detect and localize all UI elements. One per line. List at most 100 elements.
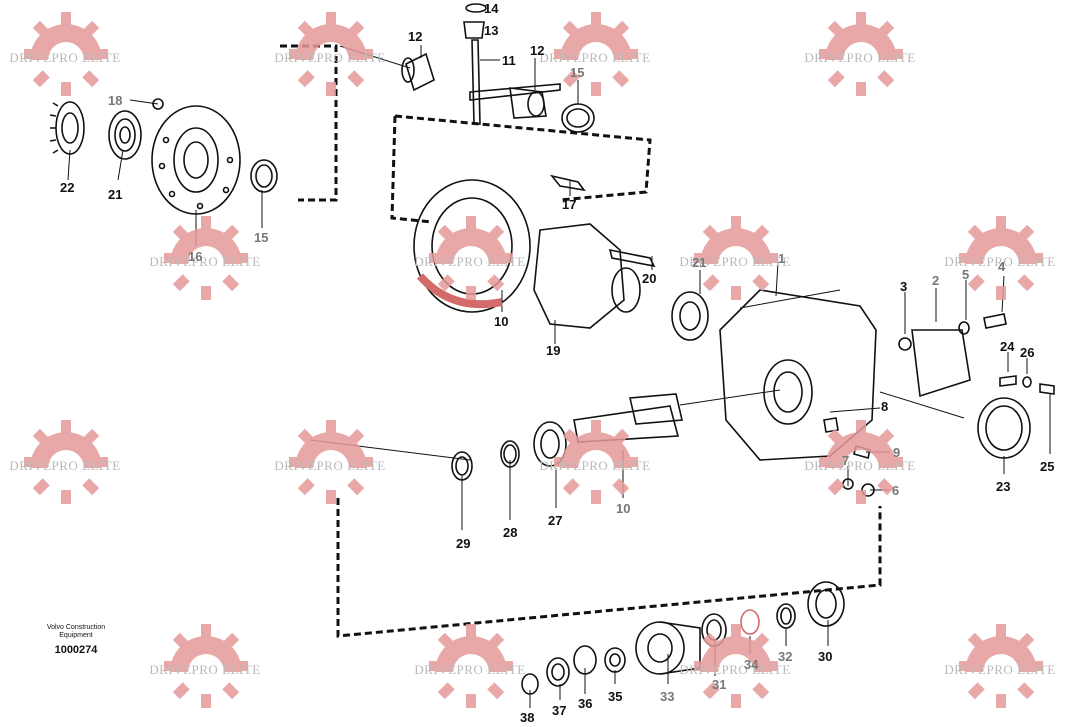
part-25-bolt	[1039, 383, 1055, 395]
part-23-adjusting-ring	[977, 397, 1031, 459]
part-3-dowel	[898, 337, 912, 351]
gear-watermark-icon	[819, 420, 903, 504]
gear-watermark-icon	[24, 420, 108, 504]
watermark-text: DRIVEPRO ELITE	[679, 662, 791, 677]
credit-block: Volvo Construction Equipment 1000274	[36, 624, 116, 656]
watermark-text: DRIVEPRO ELITE	[944, 662, 1056, 677]
brand-label: Volvo Construction Equipment	[46, 624, 106, 639]
assembly-dashed-lines	[280, 44, 882, 638]
watermark-text: DRIVEPRO ELITE	[9, 458, 121, 473]
callout-28: 28	[503, 525, 518, 540]
gear-watermark-icon	[554, 420, 638, 504]
callout-35: 35	[608, 689, 623, 704]
watermark-11: DRIVEPRO ELITE	[795, 418, 915, 508]
part-14-washer	[465, 3, 487, 13]
gear-watermark-icon	[554, 12, 638, 96]
callout-7: 7	[842, 453, 850, 468]
watermark-4: DRIVEPRO ELITE	[140, 214, 260, 304]
callout-14: 14	[484, 1, 499, 16]
gear-watermark-icon	[694, 624, 778, 708]
callout-34: 34	[744, 657, 759, 672]
callout-32: 32	[778, 649, 793, 664]
gear-watermark-icon	[164, 624, 248, 708]
callout-21b: 21	[692, 255, 707, 270]
watermark-5: DRIVEPRO ELITE	[405, 214, 525, 304]
part-27-bearing	[533, 421, 567, 467]
watermark-15: DRIVEPRO ELITE	[935, 622, 1055, 712]
callout-31: 31	[712, 677, 727, 692]
callout-1: 1	[778, 251, 786, 266]
part-12-bevel-gear	[401, 52, 435, 92]
callout-23: 23	[996, 479, 1011, 494]
callout-12b: 12	[530, 43, 545, 58]
watermark-text: DRIVEPRO ELITE	[679, 254, 791, 269]
part-19-diff-case	[533, 223, 641, 329]
gear-watermark-icon	[289, 12, 373, 96]
part-34-ring	[740, 609, 760, 635]
callout-10a: 10	[494, 314, 509, 329]
watermark-text: DRIVEPRO ELITE	[414, 662, 526, 677]
callout-15b: 15	[254, 230, 269, 245]
part-15-right-washer	[561, 103, 595, 133]
part-17-bolt	[549, 174, 586, 192]
callout-2: 2	[932, 273, 940, 288]
callout-18: 18	[108, 93, 123, 108]
callout-38: 38	[520, 710, 535, 725]
callout-26: 26	[1020, 345, 1035, 360]
part-1-axle-housing	[719, 289, 877, 461]
part-15-washer	[250, 159, 278, 193]
watermark-7: DRIVEPRO ELITE	[935, 214, 1055, 304]
part-11-spider	[469, 39, 561, 125]
watermark-12: DRIVEPRO ELITE	[140, 622, 260, 712]
part-36-lock-washer	[573, 645, 597, 675]
gear-watermark-icon	[429, 216, 513, 300]
part-13-pinion	[463, 21, 485, 39]
watermark-3: DRIVEPRO ELITE	[795, 10, 915, 100]
gear-watermark-icon	[959, 216, 1043, 300]
gear-watermark-icon	[819, 12, 903, 96]
part-26-washer	[1022, 376, 1032, 388]
watermark-text: DRIVEPRO ELITE	[274, 458, 386, 473]
part-10-crown-wheel	[413, 179, 531, 313]
watermark-0: DRIVEPRO ELITE	[0, 10, 120, 100]
callout-29: 29	[456, 536, 471, 551]
callout-11: 11	[502, 53, 516, 68]
part-28-shim	[500, 440, 520, 468]
watermark-14: DRIVEPRO ELITE	[670, 622, 790, 712]
part-32-shim	[776, 603, 796, 629]
callout-36: 36	[578, 696, 593, 711]
watermark-text: DRIVEPRO ELITE	[149, 662, 261, 677]
callout-21a: 21	[108, 187, 123, 202]
part-5-washer	[958, 321, 970, 335]
part-33-flange	[635, 621, 701, 675]
part-12-right-gear	[509, 87, 547, 119]
callout-5: 5	[962, 267, 970, 282]
callout-19: 19	[546, 343, 561, 358]
part-30-bearing	[807, 581, 845, 627]
part-22-gear	[49, 101, 85, 155]
part-38-washer	[521, 673, 539, 695]
callout-10b: 10	[616, 501, 631, 516]
part-29-washer	[451, 451, 473, 481]
watermark-1: DRIVEPRO ELITE	[265, 10, 385, 100]
part-number: 1000274	[54, 644, 98, 656]
part-21-right-bearing	[671, 291, 709, 341]
part-18-nut	[152, 98, 164, 110]
watermark-13: DRIVEPRO ELITE	[405, 622, 525, 712]
callout-27: 27	[548, 513, 563, 528]
gear-watermark-icon	[289, 420, 373, 504]
watermark-text: DRIVEPRO ELITE	[9, 50, 121, 65]
watermark-8: DRIVEPRO ELITE	[0, 418, 120, 508]
watermark-text: DRIVEPRO ELITE	[804, 458, 916, 473]
watermark-10: DRIVEPRO ELITE	[530, 418, 650, 508]
callout-8: 8	[881, 399, 889, 414]
callout-4: 4	[998, 259, 1006, 274]
part-4-bolt	[983, 313, 1007, 329]
watermark-text: DRIVEPRO ELITE	[539, 50, 651, 65]
callout-12a: 12	[408, 29, 423, 44]
callout-20: 20	[642, 271, 657, 286]
part-2-bearing-cap	[911, 329, 971, 398]
callout-9: 9	[893, 445, 901, 460]
gear-watermark-icon	[164, 216, 248, 300]
